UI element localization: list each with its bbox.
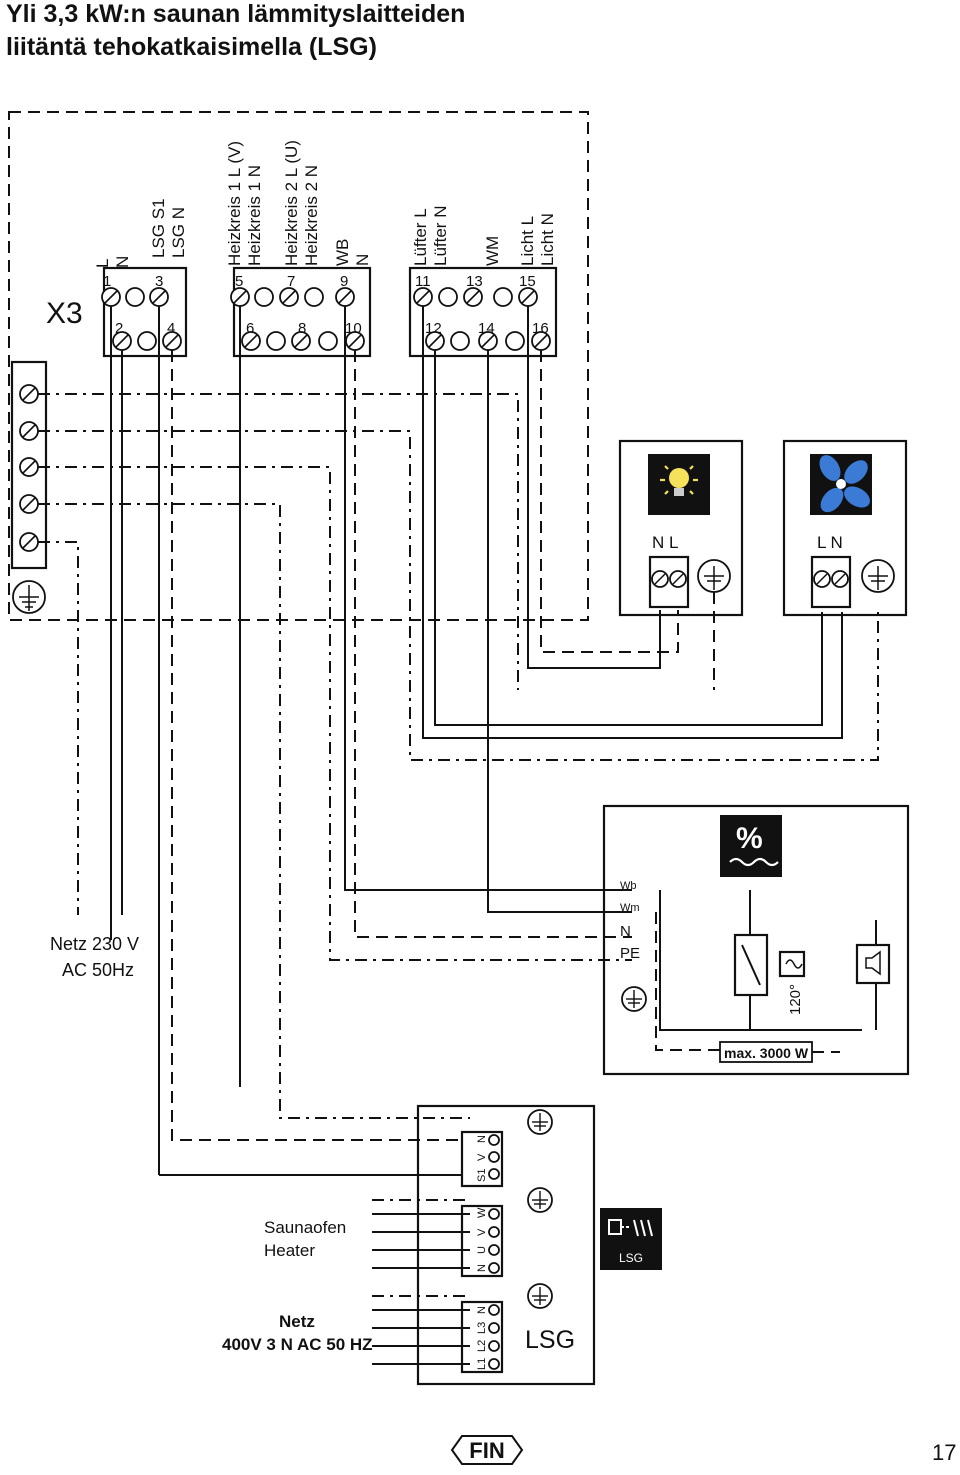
- svg-text:LSG S1: LSG S1: [149, 198, 168, 258]
- svg-text:Heizkreis 2 L (U): Heizkreis 2 L (U): [282, 140, 301, 266]
- svg-text:6: 6: [246, 320, 254, 337]
- svg-text:2: 2: [115, 320, 123, 337]
- svg-text:L3: L3: [476, 1322, 488, 1334]
- svg-text:Heizkreis 1 N: Heizkreis 1 N: [245, 165, 264, 266]
- temp-label: 120°: [787, 984, 804, 1015]
- svg-text:L: L: [93, 259, 112, 268]
- mains-400-label-1: Netz: [279, 1312, 315, 1331]
- lsg-box: N V S1 W V U N N L3 L2 L1 LSG: [416, 1104, 596, 1386]
- mains-230-line1: Netz 230 V: [50, 934, 139, 954]
- svg-text:Licht L: Licht L: [518, 216, 537, 266]
- lsg-contactor-icon: LSG: [600, 1208, 662, 1270]
- mains-400-label-2: 400V 3 N AC 50 HZ: [222, 1335, 373, 1354]
- svg-text:1: 1: [103, 273, 111, 290]
- svg-text:Heizkreis 2 N: Heizkreis 2 N: [302, 165, 321, 266]
- svg-text:LSG N: LSG N: [169, 207, 188, 258]
- svg-text:WM: WM: [483, 236, 502, 266]
- svg-text:Wb: Wb: [620, 880, 637, 892]
- svg-text:9: 9: [340, 273, 348, 290]
- svg-text:S1: S1: [476, 1169, 488, 1182]
- terminal-names: L N LSG S1 LSG N Heizkreis 1 L (V) Heizk…: [93, 140, 557, 268]
- svg-text:Lüfter L: Lüfter L: [411, 208, 430, 266]
- svg-text:L2: L2: [476, 1340, 488, 1352]
- svg-text:5: 5: [235, 273, 243, 290]
- svg-text:WB: WB: [333, 239, 352, 266]
- svg-text:N: N: [113, 256, 132, 268]
- x3-label: X3: [46, 297, 83, 330]
- svg-text:7: 7: [287, 273, 295, 290]
- svg-text:L1: L1: [476, 1358, 488, 1370]
- svg-text:Wm: Wm: [620, 902, 640, 914]
- heater-wires: [372, 1199, 470, 1365]
- svg-text:Lüfter N: Lüfter N: [431, 206, 450, 266]
- svg-text:N: N: [353, 254, 372, 266]
- svg-text:Heizkreis 1 L (V): Heizkreis 1 L (V): [225, 141, 244, 266]
- svg-text:N: N: [476, 1306, 488, 1314]
- svg-text:V: V: [476, 1153, 488, 1161]
- svg-text:%: %: [736, 822, 763, 855]
- heater-label-1: Saunaofen: [264, 1218, 346, 1237]
- svg-text:U: U: [476, 1246, 488, 1254]
- page-number: 17: [932, 1440, 956, 1465]
- max-power-label: max. 3000 W: [724, 1045, 809, 1061]
- svg-text:N: N: [620, 923, 631, 940]
- svg-text:LSG: LSG: [619, 1251, 643, 1265]
- pe-lines: [38, 393, 879, 1119]
- heater-label-2: Heater: [264, 1241, 315, 1260]
- title-line-1: Yli 3,3 kW:n saunan lämmityslaitteiden: [6, 0, 465, 28]
- svg-text:FIN: FIN: [469, 1438, 504, 1463]
- svg-text:N: N: [476, 1264, 488, 1272]
- svg-text:V: V: [476, 1228, 488, 1236]
- svg-text:13: 13: [466, 273, 483, 290]
- svg-text:3: 3: [155, 273, 163, 290]
- svg-text:11: 11: [415, 273, 431, 290]
- fan-box: L N: [782, 439, 908, 617]
- humidity-icon: [720, 815, 782, 877]
- title-line-2: liitäntä tehokatkaisimella (LSG): [6, 33, 377, 61]
- svg-text:8: 8: [298, 320, 306, 337]
- mains-230-line2: AC 50Hz: [62, 960, 134, 980]
- svg-text:15: 15: [519, 273, 536, 290]
- humidity-box: % Wb Wm N PE 120° max. 3000 W: [602, 804, 910, 1076]
- svg-text:Licht N: Licht N: [538, 213, 557, 266]
- pe-terminal-strip: [10, 360, 48, 614]
- screw-terminals: [101, 287, 551, 351]
- svg-text:W: W: [476, 1207, 488, 1218]
- fan-terminal-label: L N: [817, 533, 843, 552]
- wires: [110, 306, 843, 1176]
- language-badge: FIN: [450, 1435, 524, 1465]
- svg-text:N: N: [476, 1135, 488, 1143]
- control-unit-outline: [8, 111, 589, 621]
- light-terminal-label: N L: [652, 533, 678, 552]
- light-box: N L: [618, 439, 744, 690]
- svg-text:PE: PE: [620, 945, 640, 962]
- lsg-label: LSG: [525, 1326, 575, 1354]
- svg-text:4: 4: [167, 320, 175, 337]
